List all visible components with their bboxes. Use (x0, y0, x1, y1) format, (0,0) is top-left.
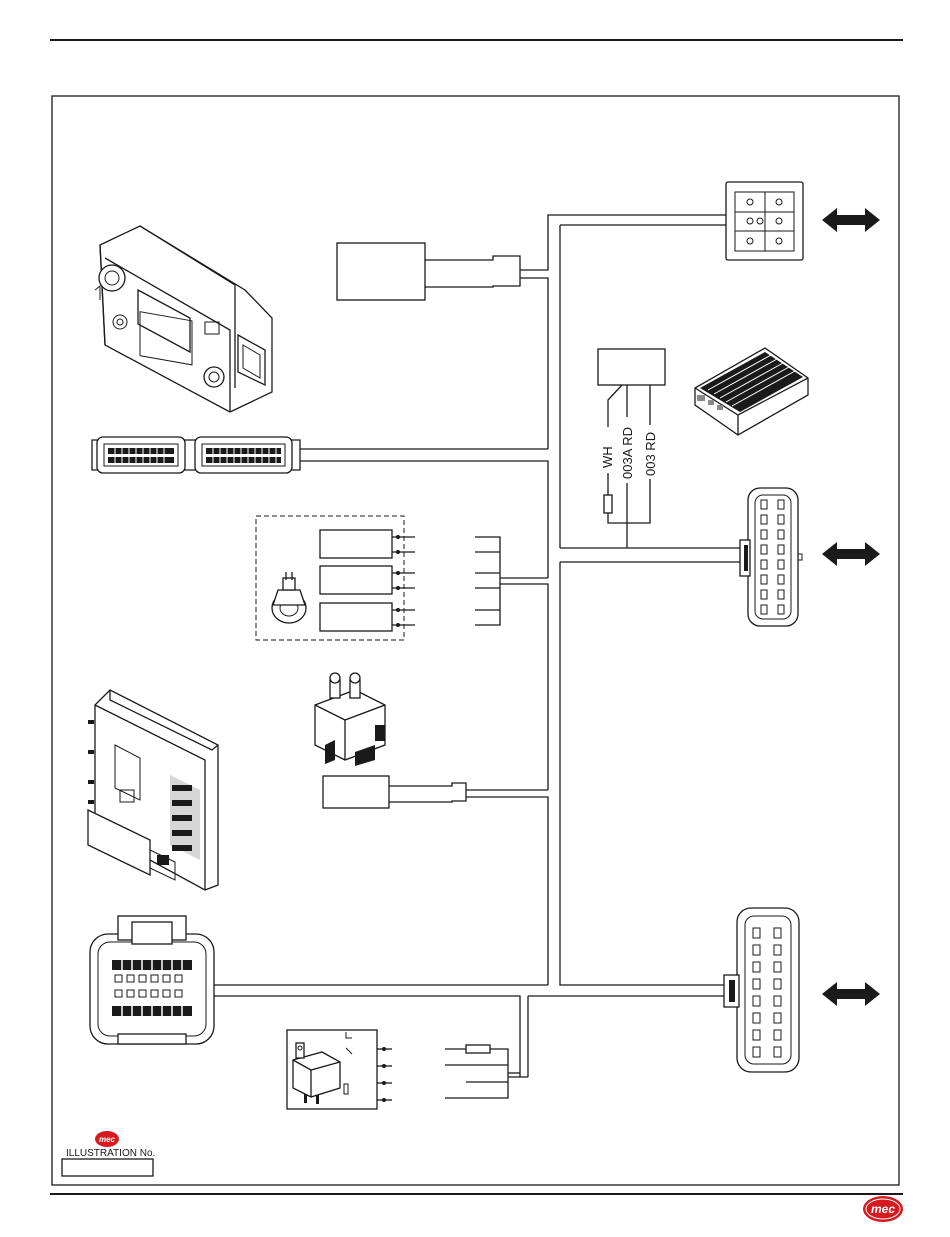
relay-block (287, 1030, 528, 1109)
indicator-box (337, 215, 726, 548)
double-arrow-icon (822, 208, 880, 232)
mec-logo-text: mec (871, 1202, 895, 1216)
double-arrow-icon (822, 542, 880, 566)
double-arrow-icon (822, 982, 880, 1006)
switch-block (726, 182, 803, 260)
illustration-label: ILLUSTRATION No. (66, 1148, 155, 1159)
trunk-wire (560, 562, 725, 985)
converter-box (598, 349, 665, 427)
converter-illustration (695, 348, 808, 435)
wire-label-003: 003 RD (643, 432, 658, 476)
lower-right-connector (724, 908, 799, 1072)
illustration-number-box (62, 1159, 153, 1176)
contactor-illustration (315, 673, 385, 766)
valve-group (256, 516, 548, 790)
control-module-illustration (95, 226, 272, 412)
illustration-number-block: mec ILLUSTRATION No. (62, 1131, 155, 1176)
middle-right-connector (740, 488, 802, 626)
motor-controller-illustration (88, 690, 218, 890)
fuse-wires (560, 473, 740, 562)
wire-label-003a: 003A RD (620, 427, 635, 479)
mec-logo-small-text: mec (99, 1135, 116, 1144)
contactor-box (323, 776, 548, 985)
wire-label-wh: WH (600, 446, 615, 468)
mec-logo: mec (863, 1196, 903, 1222)
